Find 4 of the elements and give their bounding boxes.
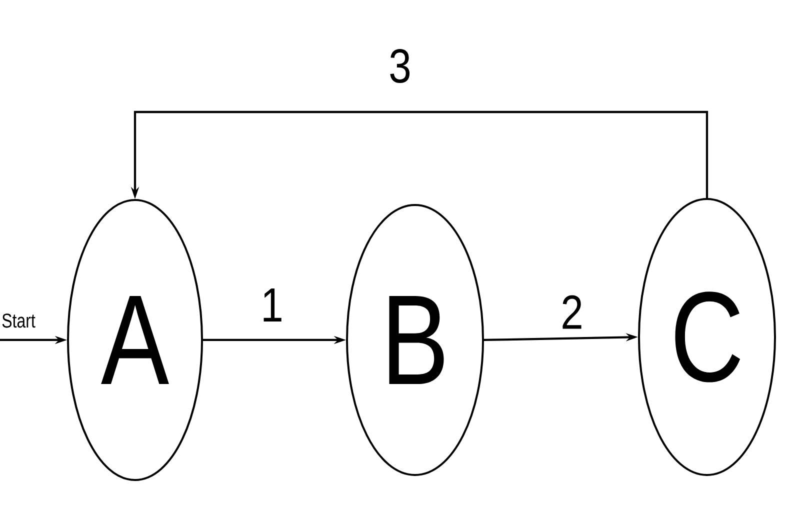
edge-label: 3 xyxy=(387,48,413,84)
edge-label: 2 xyxy=(559,294,585,330)
start-label: Start xyxy=(2,314,36,328)
edge-label: 1 xyxy=(259,287,285,323)
